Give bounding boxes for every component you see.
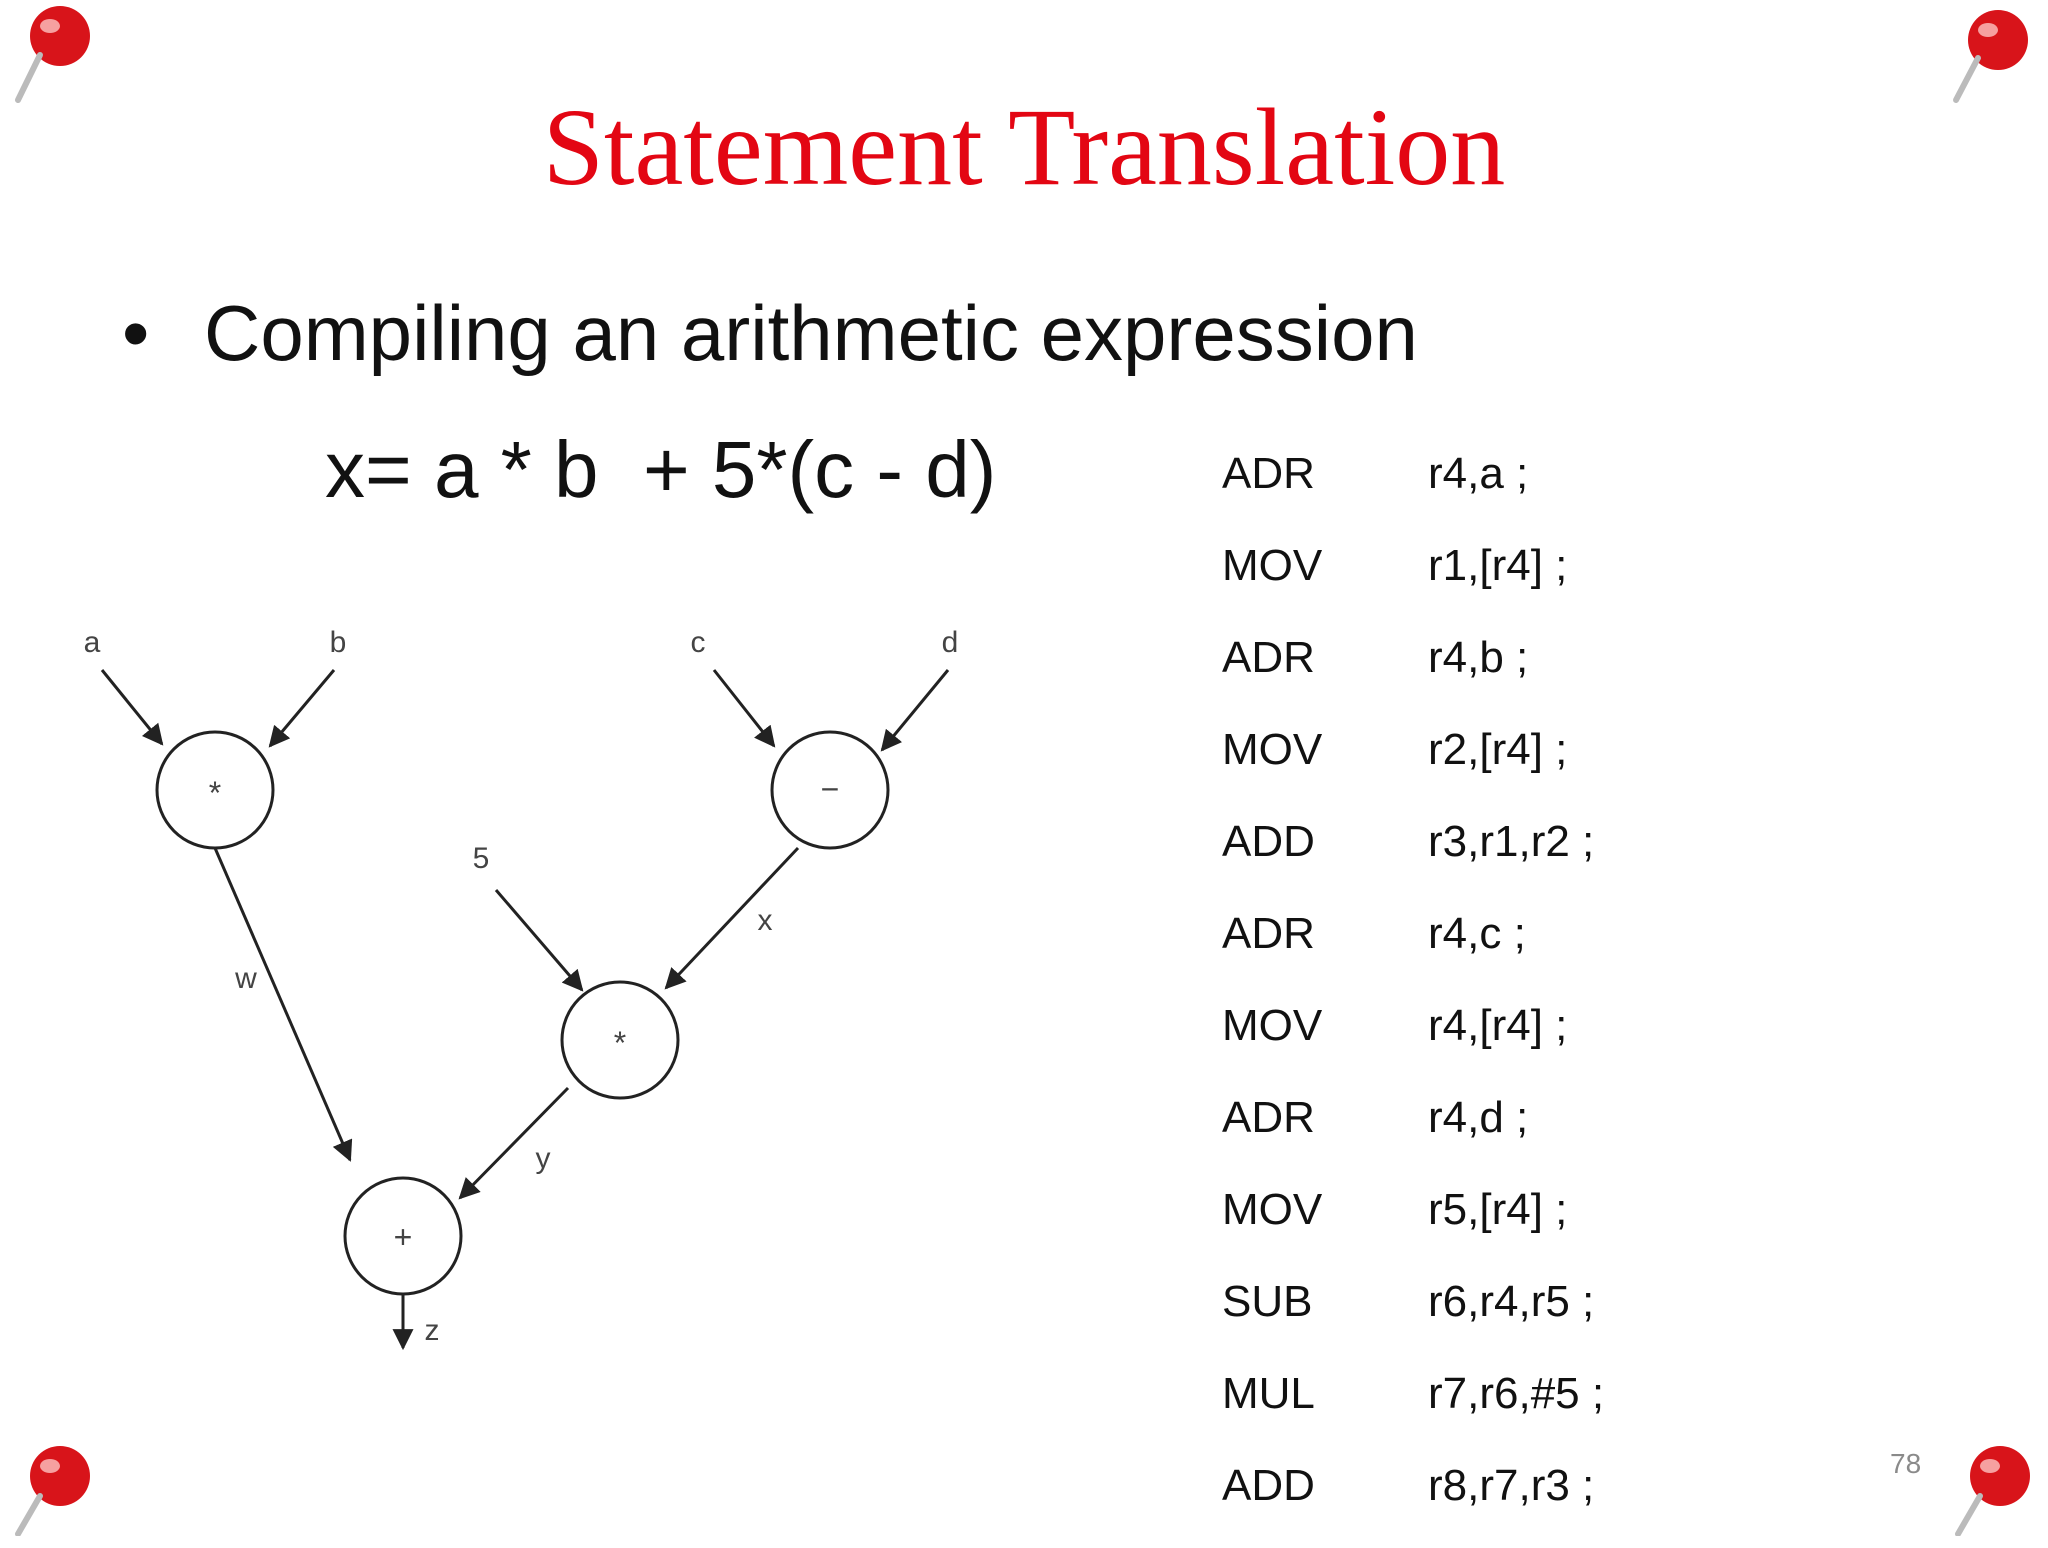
edge-y [458,1086,570,1200]
arithmetic-expression: x= a * b + 5*(c - d) [325,425,997,514]
edge-d-to-minus [880,669,950,752]
expression-tree-diagram: * − * + a b c d 5 w x y z [84,626,959,1351]
input-label-d: d [942,626,959,659]
asm-operands: r4,a ; [1428,449,1529,498]
asm-opcode: MOV [1222,1001,1323,1050]
edge-5-to-mul [494,889,584,992]
asm-operands: r6,r4,r5 ; [1428,1277,1595,1326]
input-label-a: a [84,626,101,659]
assembly-listing: ADR r4,a ; MOV r1,[r4] ; ADR r4,b ; MOV r2,[… [1222,444,1604,1548]
asm-operands: r7,r6,#5 ; [1428,1369,1605,1418]
asm-instruction: MOV r2,[r4] ; [1222,720,1604,812]
asm-instruction: ADR r4,b ; [1222,628,1604,720]
asm-instruction: ADR r4,d ; [1222,1088,1604,1180]
asm-opcode: ADD [1222,817,1315,866]
asm-instruction: MOV r5,[r4] ; [1222,1180,1604,1272]
node-minus-cd [770,730,890,850]
asm-operands: r4,[r4] ; [1428,1001,1568,1050]
asm-opcode: SUB [1222,1277,1313,1326]
asm-opcode: MOV [1222,541,1323,590]
asm-instruction: ADD r3,r1,r2 ; [1222,812,1604,904]
bullet-text: Compiling an arithmetic expression [204,289,1418,377]
input-label-c: c [691,626,706,659]
edge-a-to-mul [100,669,164,746]
asm-opcode: ADR [1222,449,1315,498]
pushpin-icon [1955,1446,2030,1536]
asm-opcode: ADR [1222,1093,1315,1142]
slide-title: Statement Translation [542,86,1506,208]
asm-instruction: ADR r4,a ; [1222,444,1604,536]
node-plus-symbol: + [394,1219,413,1255]
edge-c-to-minus [712,669,776,748]
asm-operands: r8,r7,r3 ; [1428,1461,1595,1510]
edge-label-z: z [425,1314,440,1347]
asm-operands: r3,r1,r2 ; [1428,817,1595,866]
asm-instruction: MUL r7,r6,#5 ; [1222,1364,1604,1456]
input-label-b: b [330,626,347,659]
asm-instruction: SUB r6,r4,r5 ; [1222,1272,1604,1364]
node-mul-5x-symbol: * [614,1025,626,1061]
asm-operands: r5,[r4] ; [1428,1185,1568,1234]
asm-operands: r4,d ; [1428,1093,1529,1142]
node-mul-5x [560,980,680,1100]
asm-opcode: ADD [1222,1461,1315,1510]
edge-b-to-mul [268,669,336,748]
edge-label-w: w [234,962,257,995]
edge-label-x: x [758,904,773,937]
node-mul-ab-symbol: * [209,775,221,811]
asm-opcode: ADR [1222,633,1315,682]
bullet-dot-icon: • [122,289,150,377]
asm-operands: r1,[r4] ; [1428,541,1568,590]
asm-operands: r2,[r4] ; [1428,725,1568,774]
edge-x [664,846,800,990]
asm-opcode: MOV [1222,1185,1323,1234]
asm-instruction: MOV r4,[r4] ; [1222,996,1604,1088]
page-number: 78 [1890,1448,1922,1479]
pushpin-icon [15,1446,90,1536]
asm-opcode: MOV [1222,725,1323,774]
bullet-item: • Compiling an arithmetic expression [122,288,1418,378]
asm-opcode: MUL [1222,1369,1315,1418]
node-plus [343,1176,463,1296]
asm-operands: r4,b ; [1428,633,1529,682]
asm-opcode: ADR [1222,909,1315,958]
asm-instruction: ADD r8,r7,r3 ; [1222,1456,1604,1548]
node-minus-cd-symbol: − [821,771,840,807]
asm-operands: r4,c ; [1428,909,1526,958]
edge-w [213,847,353,1162]
edge-label-y: y [536,1142,551,1175]
pushpin-icon [1953,10,2028,103]
node-mul-ab [155,730,275,850]
input-label-5: 5 [473,842,490,875]
asm-instruction: ADR r4,c ; [1222,904,1604,996]
pushpin-icon [15,6,90,103]
asm-instruction: MOV r1,[r4] ; [1222,536,1604,628]
